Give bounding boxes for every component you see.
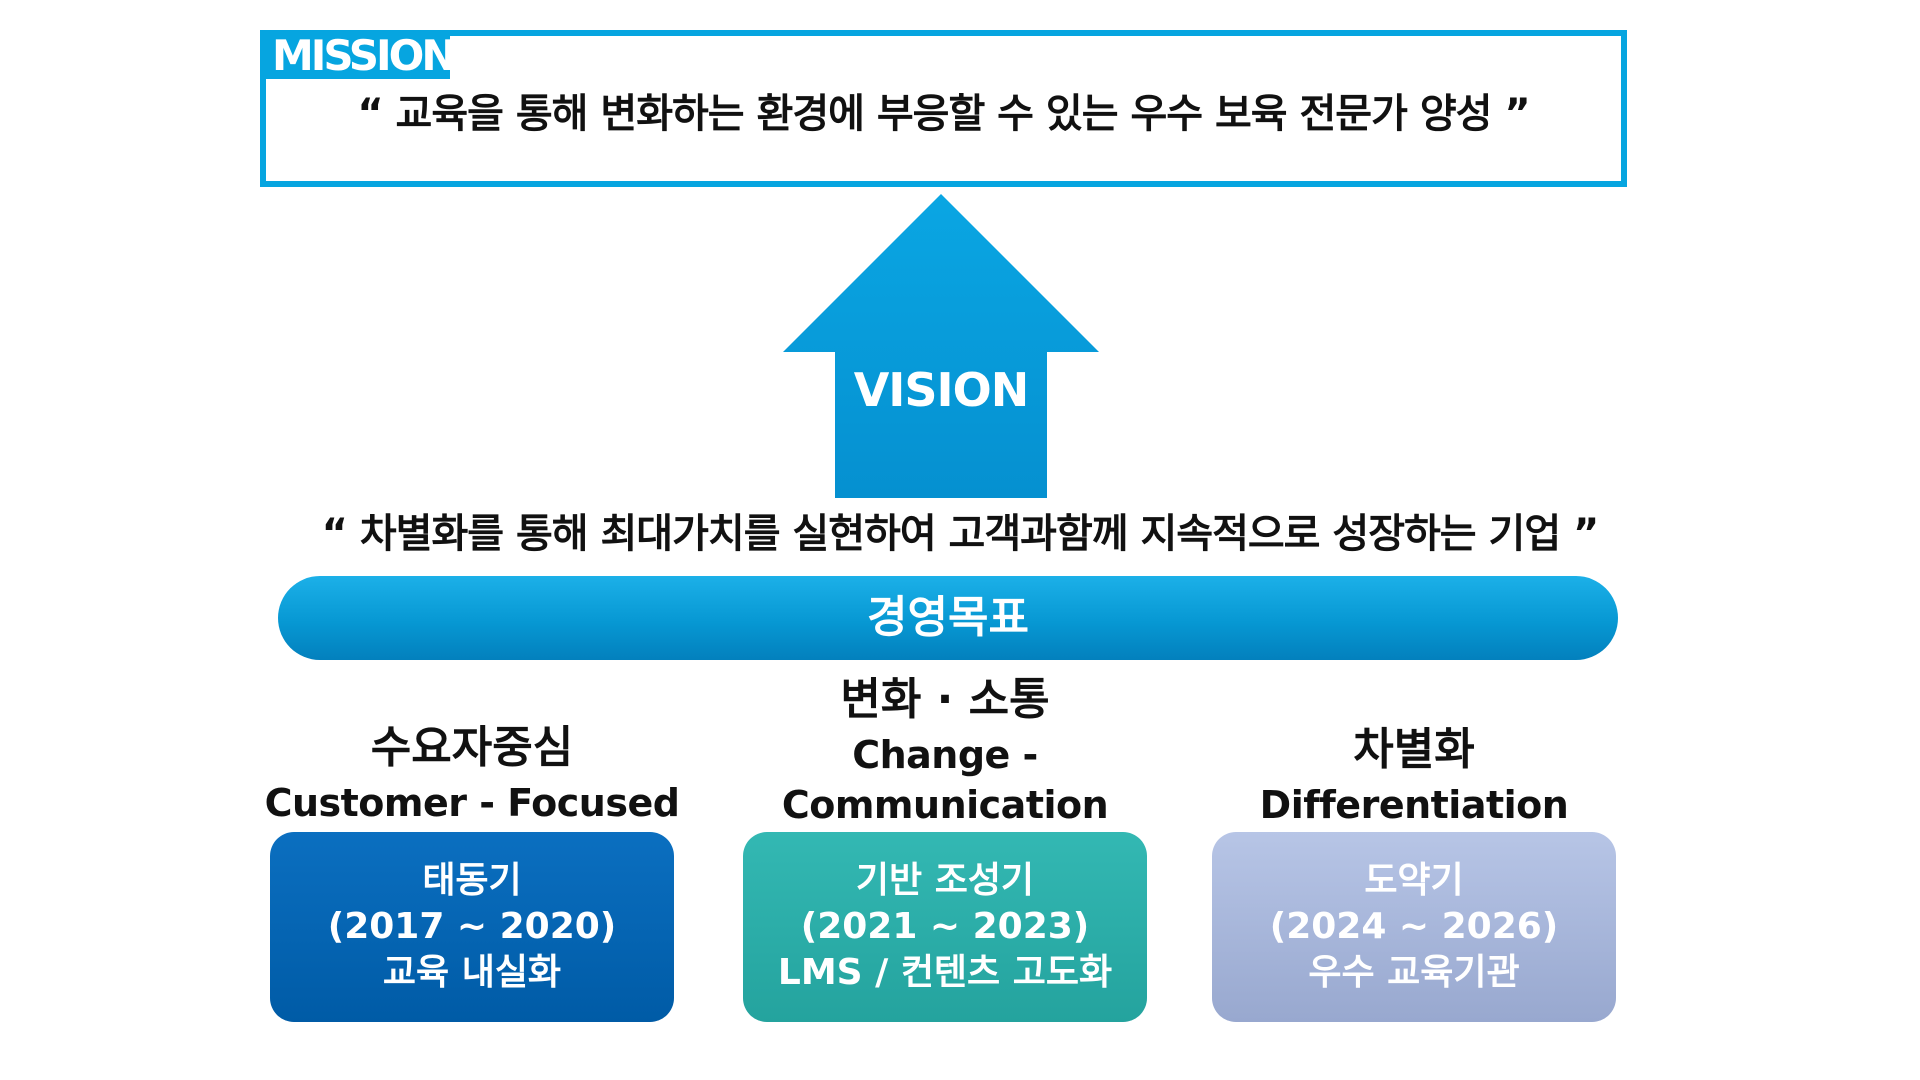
mission-statement: “ 교육을 통해 변화하는 환경에 부응할 수 있는 우수 보육 전문가 양성 … — [357, 91, 1530, 137]
phase-2-name: 기반 조성기 — [855, 860, 1035, 901]
phase-2-period: (2021 ~ 2023) — [800, 906, 1090, 947]
phase-3-name: 도약기 — [1364, 860, 1464, 901]
mission-label: MISSION — [264, 33, 457, 79]
phase-3-period: (2024 ~ 2026) — [1269, 906, 1559, 947]
phase-3-focus: 우수 교육기관 — [1308, 952, 1520, 993]
phase-1-period: (2017 ~ 2020) — [327, 906, 617, 947]
strategy-2-title-ko: 변화 · 소통 — [840, 674, 1050, 725]
phase-2-focus: LMS / 컨텐츠 고도화 — [777, 952, 1113, 993]
management-goal-bar — [278, 576, 1618, 660]
vision-statement: “ 차별화를 통해 최대가치를 실현하여 고객과함께 지속적으로 성장하는 기업… — [321, 511, 1600, 557]
strategy-3-title-ko: 차별화 — [1353, 724, 1475, 775]
vision-arrow — [783, 194, 1099, 498]
strategy-2-title-en: Change - — [852, 733, 1038, 777]
management-goal-label: 경영목표 — [867, 592, 1029, 643]
phase-1-focus: 교육 내실화 — [382, 952, 562, 993]
phase-box-3: 도약기 (2024 ~ 2026) 우수 교육기관 — [1212, 832, 1616, 1022]
strategy-1-title-ko: 수요자중심 — [370, 722, 574, 773]
mission-box — [260, 30, 1627, 187]
phase-box-2: 기반 조성기 (2021 ~ 2023) LMS / 컨텐츠 고도화 — [743, 832, 1147, 1022]
vision-label: VISION — [853, 363, 1030, 417]
phase-1-name: 태동기 — [422, 860, 522, 901]
strategy-1-title-en: Customer - Focused — [264, 781, 680, 825]
phase-box-1: 태동기 (2017 ~ 2020) 교육 내실화 — [270, 832, 674, 1022]
strategy-3-title-en: Differentiation — [1259, 783, 1569, 827]
strategy-2-title-en-2: Communication — [781, 783, 1109, 827]
